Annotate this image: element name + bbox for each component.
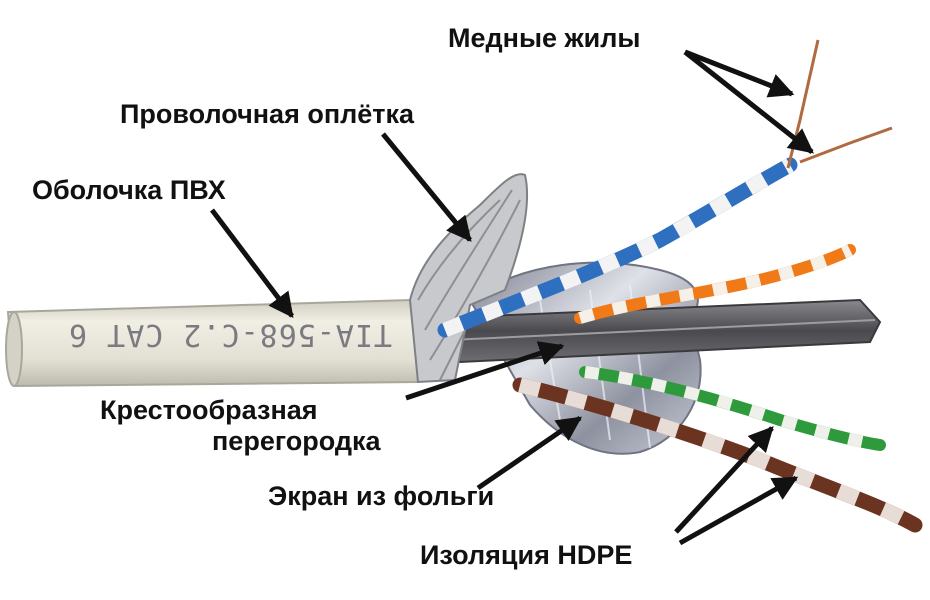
- label-wire-braid: Проволочная оплётка: [120, 99, 415, 129]
- label-foil-screen: Экран из фольги: [268, 481, 494, 511]
- arrow-hdpe-1: [674, 426, 774, 534]
- arrow-foil: [476, 415, 583, 491]
- twisted-pair-brown: [512, 377, 923, 533]
- arrow-copper-1: [684, 49, 795, 98]
- arrow-pvc: [210, 208, 294, 318]
- copper-cores: [786, 39, 893, 169]
- arrow-hdpe-2: [678, 475, 799, 546]
- label-copper-cores: Медные жилы: [448, 23, 640, 53]
- label-cross-separator-line1: Крестообразная: [100, 395, 318, 425]
- twisted-pair-blue: [437, 157, 798, 338]
- label-hdpe-insulation: Изоляция HDPE: [420, 540, 632, 570]
- twisted-pair-orange: [574, 244, 856, 324]
- pointer-arrows: [210, 49, 814, 546]
- arrow-braid: [381, 132, 472, 242]
- arrow-copper-2: [683, 50, 814, 154]
- twisted-pair-green: [579, 366, 886, 451]
- label-cross-separator-line2: перегородка: [212, 426, 381, 456]
- jacket-marking: TIA-568-C.2 CAT 6: [68, 317, 392, 352]
- arrow-separator: [405, 341, 565, 401]
- pvc-jacket: TIA-568-C.2 CAT 6: [5, 298, 420, 388]
- label-pvc-sheath: Оболочка ПВХ: [32, 175, 226, 205]
